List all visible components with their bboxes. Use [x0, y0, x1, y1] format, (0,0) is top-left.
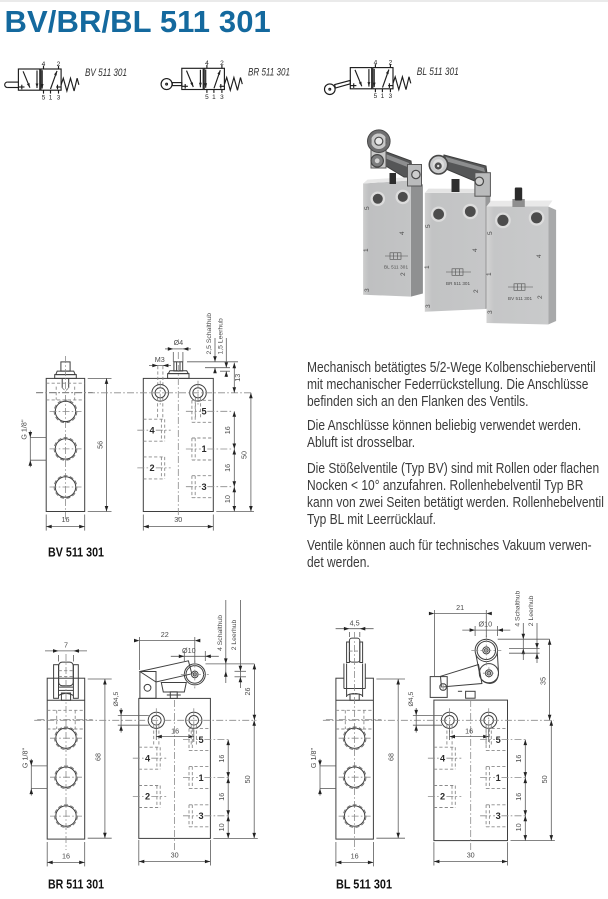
svg-text:1: 1 [199, 773, 204, 783]
svg-text:30: 30 [174, 515, 182, 524]
svg-text:BR 511 301: BR 511 301 [48, 877, 104, 892]
svg-text:4: 4 [472, 248, 479, 252]
svg-text:Ø4,5: Ø4,5 [408, 692, 415, 707]
svg-text:Ø10: Ø10 [182, 646, 196, 655]
svg-text:4: 4 [149, 425, 155, 435]
svg-text:G 1/8'': G 1/8'' [309, 747, 318, 768]
svg-text:16: 16 [514, 793, 523, 801]
svg-text:BV 511 301: BV 511 301 [85, 67, 127, 79]
svg-text:2: 2 [149, 463, 154, 473]
svg-text:3: 3 [57, 95, 61, 102]
svg-text:1,5 Leerhub: 1,5 Leerhub [218, 318, 225, 355]
svg-text:3: 3 [389, 93, 393, 100]
svg-text:5: 5 [199, 735, 204, 745]
svg-text:BV 511 301: BV 511 301 [48, 545, 104, 560]
svg-text:BV 511 301: BV 511 301 [508, 296, 532, 301]
svg-text:3: 3 [425, 304, 432, 308]
svg-text:5: 5 [496, 735, 501, 745]
svg-text:2: 2 [473, 289, 480, 293]
svg-text:4: 4 [145, 753, 151, 763]
svg-text:4 Schalthub: 4 Schalthub [514, 590, 521, 626]
svg-text:5: 5 [42, 95, 46, 102]
svg-text:BL 511 301: BL 511 301 [384, 265, 408, 270]
svg-text:BR 511 301: BR 511 301 [248, 67, 290, 79]
svg-text:2,5 Schalthub: 2,5 Schalthub [206, 313, 213, 355]
svg-text:4: 4 [42, 61, 46, 68]
svg-text:5: 5 [364, 206, 371, 210]
svg-text:4,5: 4,5 [350, 619, 360, 628]
svg-text:16: 16 [223, 426, 232, 434]
svg-text:3: 3 [220, 94, 224, 101]
svg-text:1: 1 [486, 272, 493, 276]
svg-text:16: 16 [217, 793, 226, 801]
svg-text:1: 1 [381, 93, 385, 100]
svg-text:5: 5 [201, 407, 206, 417]
svg-text:4: 4 [205, 60, 209, 67]
svg-text:2: 2 [400, 272, 407, 276]
svg-text:2: 2 [389, 59, 393, 66]
svg-text:2: 2 [440, 792, 445, 802]
svg-text:68: 68 [93, 753, 102, 761]
svg-text:5: 5 [487, 231, 494, 235]
svg-text:68: 68 [387, 753, 396, 761]
svg-text:2: 2 [220, 60, 224, 67]
svg-text:3: 3 [496, 811, 501, 821]
svg-text:BL 511 301: BL 511 301 [336, 877, 392, 892]
svg-text:Ø10: Ø10 [479, 620, 493, 629]
svg-text:30: 30 [171, 850, 179, 859]
svg-text:16: 16 [465, 726, 473, 735]
svg-text:1: 1 [496, 773, 501, 783]
svg-text:1: 1 [363, 248, 370, 252]
svg-text:1: 1 [49, 95, 53, 102]
svg-text:4: 4 [374, 59, 378, 66]
svg-text:3: 3 [487, 310, 494, 314]
svg-text:BR 511 301: BR 511 301 [446, 281, 470, 286]
svg-text:4 Schalthub: 4 Schalthub [217, 615, 224, 651]
svg-text:1: 1 [201, 444, 206, 454]
svg-text:10: 10 [217, 823, 226, 831]
svg-text:16: 16 [514, 755, 523, 763]
svg-text:2 Leerhub: 2 Leerhub [528, 595, 535, 626]
svg-text:G 1/8'': G 1/8'' [20, 419, 29, 440]
svg-text:7: 7 [64, 641, 68, 650]
svg-text:BL 511 301: BL 511 301 [417, 66, 459, 78]
svg-text:3: 3 [364, 288, 371, 292]
svg-text:21: 21 [456, 603, 464, 612]
svg-text:5: 5 [205, 94, 209, 101]
svg-text:1: 1 [212, 94, 216, 101]
svg-text:16: 16 [62, 852, 70, 861]
svg-text:1: 1 [424, 265, 431, 269]
svg-text:50: 50 [239, 451, 248, 459]
svg-text:4: 4 [399, 231, 406, 235]
svg-text:50: 50 [540, 775, 549, 783]
svg-text:Ø4,5: Ø4,5 [113, 692, 120, 707]
svg-text:26: 26 [243, 688, 252, 696]
svg-text:22: 22 [161, 630, 169, 639]
svg-text:2: 2 [145, 792, 150, 802]
svg-text:Ø4: Ø4 [174, 338, 184, 347]
svg-text:16: 16 [223, 464, 232, 472]
svg-text:5: 5 [425, 224, 432, 228]
svg-text:10: 10 [514, 823, 523, 831]
svg-text:4: 4 [440, 753, 446, 763]
svg-text:2 Leerhub: 2 Leerhub [231, 619, 238, 650]
svg-text:16: 16 [351, 852, 359, 861]
svg-text:10: 10 [223, 495, 232, 503]
svg-text:50: 50 [243, 775, 252, 783]
svg-text:56: 56 [96, 441, 105, 449]
svg-text:2: 2 [57, 61, 61, 68]
svg-text:4: 4 [536, 254, 543, 258]
svg-text:16: 16 [217, 755, 226, 763]
svg-text:G 1/8'': G 1/8'' [21, 747, 30, 768]
svg-text:16: 16 [62, 515, 70, 524]
svg-text:3: 3 [199, 811, 204, 821]
svg-text:16: 16 [171, 726, 179, 735]
svg-text:3: 3 [201, 482, 206, 492]
svg-text:M3: M3 [155, 355, 165, 364]
svg-text:30: 30 [467, 850, 475, 859]
svg-text:5: 5 [374, 93, 378, 100]
svg-text:35: 35 [539, 677, 548, 685]
svg-text:13: 13 [233, 374, 242, 382]
svg-text:2: 2 [537, 295, 544, 299]
